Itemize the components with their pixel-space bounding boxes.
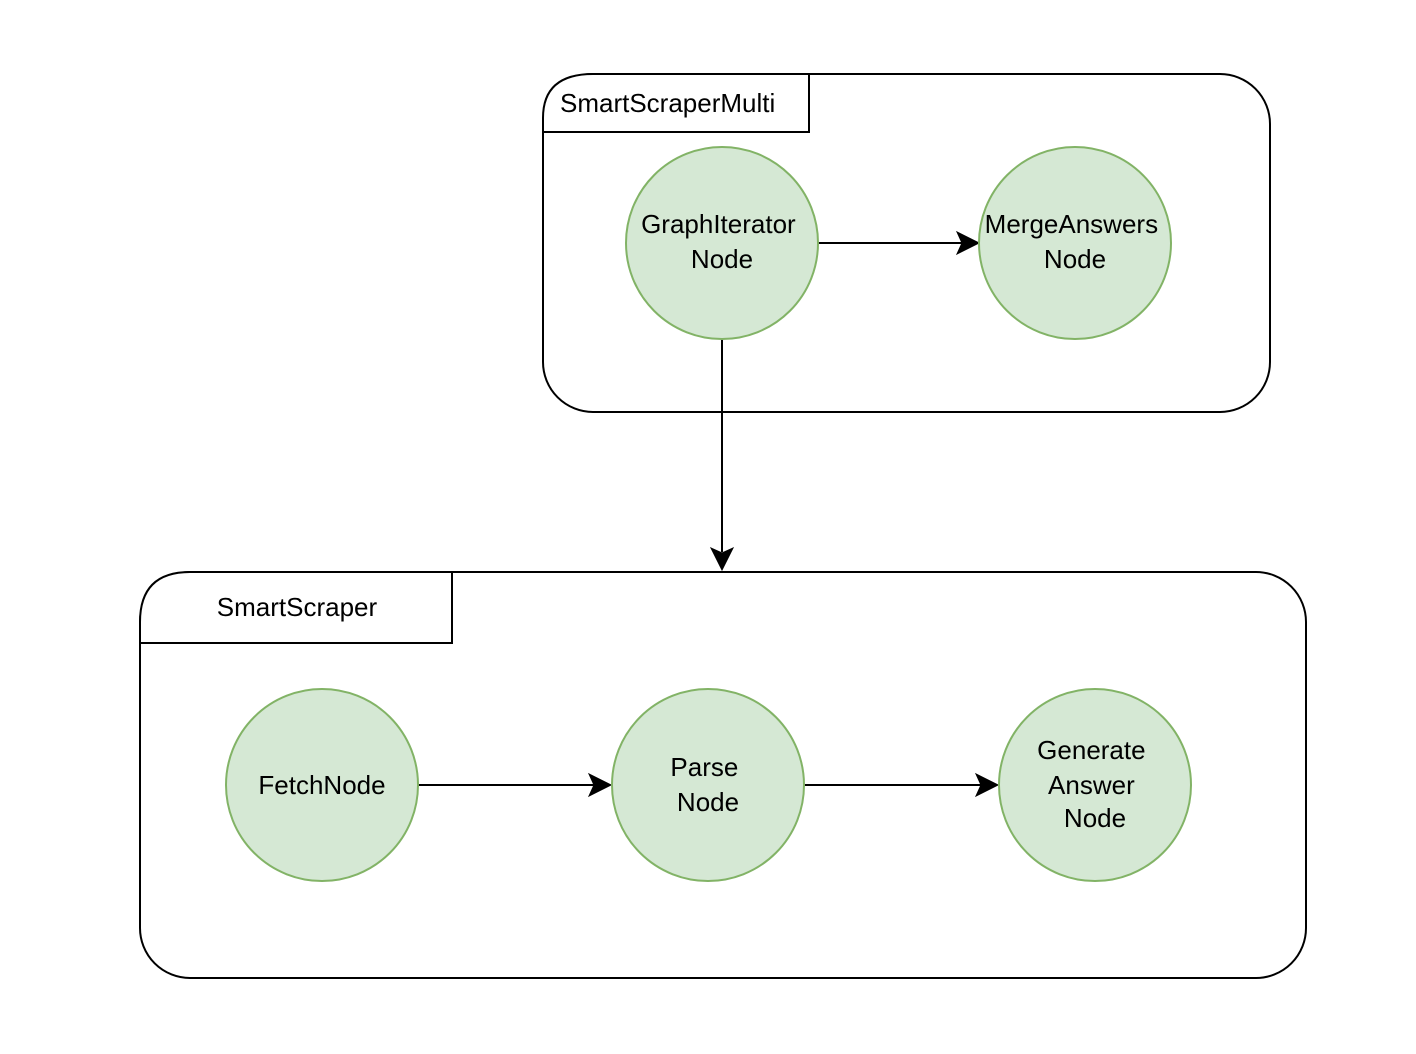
node-merge-answers-circle [978,146,1172,340]
node-fetch: FetchNode [225,688,419,882]
node-merge-answers-label: MergeAnswers Node [985,209,1166,274]
edges [418,230,1000,798]
node-merge-answers-line-1: MergeAnswers [985,209,1158,239]
arrowhead-merge-answers [955,230,981,256]
node-parse-label: Parse Node [670,752,745,817]
node-merge-answers: MergeAnswers Node [978,146,1172,340]
node-parse-circle [611,688,805,882]
node-graph-iterator-line-1: GraphIterator [641,209,796,239]
node-graph-iterator-line-2: Node [691,244,753,274]
arrowhead-parse [587,772,613,798]
node-graph-iterator: GraphIterator Node [625,146,819,340]
group-smartscraper-label: SmartScraper [217,592,378,622]
node-fetch-circle [225,688,419,882]
node-parse-line-1: Parse [670,752,738,782]
node-generate-answer-line-2: Answer [1048,770,1135,800]
group-smartscrapermulti-label: SmartScraperMulti [560,88,775,118]
node-fetch-label: FetchNode [258,770,385,800]
group-smartscraper-tab [139,571,453,644]
arrowhead-smartscraper [709,546,735,572]
node-generate-answer-label: Generate Answer Node [1037,735,1153,833]
node-graph-iterator-circle [625,146,819,340]
node-generate-answer-line-3: Node [1064,803,1126,833]
node-generate-answer-circle [998,688,1192,882]
arrowhead-generate-answer [974,772,1000,798]
node-generate-answer: Generate Answer Node [998,688,1192,882]
node-fetch-line-1: FetchNode [258,770,385,800]
node-merge-answers-line-2: Node [1044,244,1106,274]
node-parse: Parse Node [611,688,805,882]
group-smartscrapermulti-tab [542,73,810,133]
node-graph-iterator-label: GraphIterator Node [641,209,803,274]
node-generate-answer-line-1: Generate [1037,735,1145,765]
node-parse-line-2: Node [677,787,739,817]
